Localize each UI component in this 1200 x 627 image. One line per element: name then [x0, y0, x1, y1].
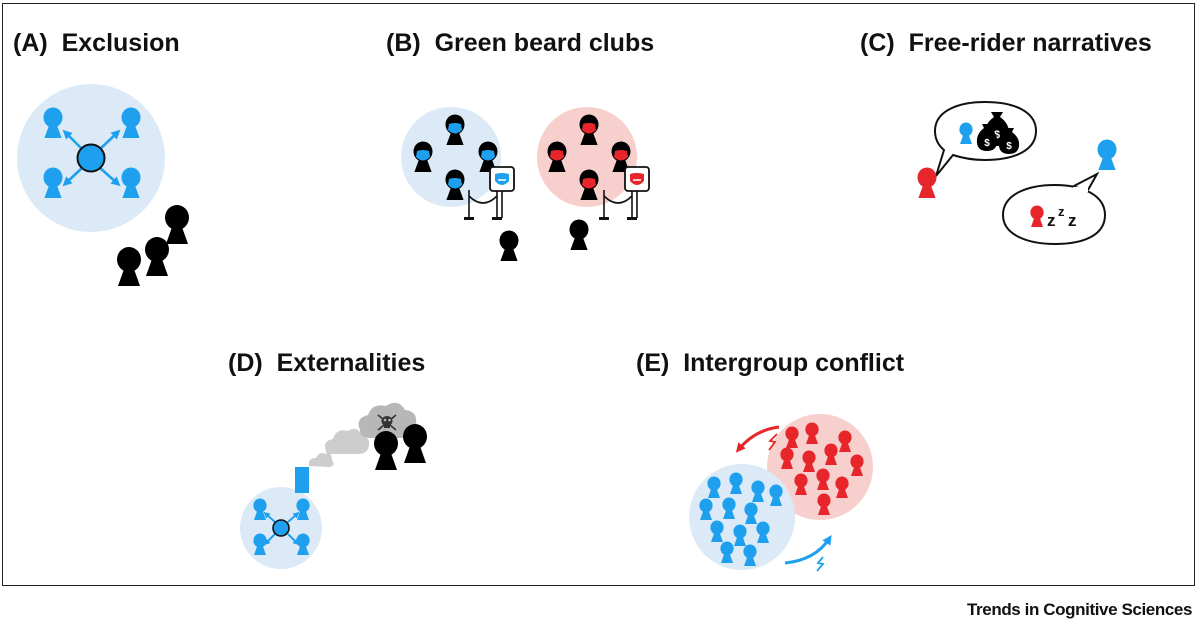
person-icon: [579, 169, 599, 200]
person-icon: [1030, 205, 1044, 227]
panel-b-green-beard-illustration: [401, 107, 650, 261]
person-icon: [165, 205, 189, 244]
person-icon: [824, 443, 838, 465]
person-icon: [817, 493, 831, 515]
person-icon: [707, 476, 721, 498]
blue-club-members: [413, 114, 498, 200]
smoke-clouds: [308, 402, 417, 467]
person-icon: [117, 247, 141, 286]
lightning-icon: [768, 433, 778, 451]
person-icon: [43, 107, 63, 138]
person-icon: [769, 484, 783, 506]
sleeping-zzz: z z z: [1047, 204, 1077, 230]
arrow-icon: [62, 167, 83, 187]
red-club-entrance: [599, 166, 650, 220]
skull-icon: [377, 414, 397, 431]
panel-c-title: (C) Free-rider narratives: [860, 29, 1152, 57]
person-icon: [720, 541, 734, 563]
person-icon: [403, 424, 427, 463]
cloud-icon: [308, 453, 334, 467]
person-icon: [744, 502, 758, 524]
panel-e-intergroup-conflict-illustration: [689, 414, 873, 572]
panel-d-title: (D) Externalities: [228, 349, 426, 377]
blue-club-entrance: [464, 166, 515, 220]
person-icon: [296, 533, 310, 555]
person-icon: [802, 450, 816, 472]
person-icon: [785, 426, 799, 448]
person-icon: [611, 141, 631, 172]
svg-text:z: z: [1068, 211, 1077, 230]
person-icon: [296, 498, 310, 520]
arrow-icon: [62, 129, 83, 150]
resource-sharing-arrows: [62, 129, 121, 187]
person-icon: [579, 114, 599, 145]
arrow-icon: [784, 535, 832, 565]
person-icon: [850, 454, 864, 476]
panel-e-title: (E) Intergroup conflict: [636, 349, 905, 377]
chimney-icon: [295, 467, 309, 493]
person-icon: [253, 533, 267, 555]
money-bag-icon: $: [998, 128, 1020, 154]
person-icon: [569, 219, 589, 250]
person-icon: [253, 498, 267, 520]
money-bag-icon: $: [976, 124, 998, 151]
svg-text:z: z: [1047, 211, 1056, 230]
figure-frame: [2, 3, 1195, 586]
panel-a-title: (A) Exclusion: [13, 29, 180, 57]
person-icon: [751, 480, 765, 502]
svg-text:$: $: [994, 129, 1000, 141]
svg-text:z: z: [1058, 204, 1065, 219]
person-icon: [756, 521, 770, 543]
person-icon: [729, 472, 743, 494]
person-icon: [959, 122, 973, 144]
shared-resource: [272, 519, 290, 537]
person-icon: [1097, 139, 1117, 170]
outsider-people: [499, 219, 589, 261]
person-icon: [43, 167, 63, 198]
arrow-icon: [99, 167, 121, 187]
red-club-members: [547, 114, 631, 200]
person-icon: [835, 476, 849, 498]
person-icon: [699, 498, 713, 520]
person-icon: [805, 422, 819, 444]
person-icon: [445, 114, 465, 145]
person-icon: [121, 107, 141, 138]
panel-c-free-rider-illustration: $ $ $ z z z: [917, 100, 1117, 246]
person-icon: [478, 141, 498, 172]
cloud-icon: [324, 428, 370, 455]
resource-sharing-arrows: [263, 511, 300, 546]
person-icon: [780, 447, 794, 469]
person-icon: [794, 473, 808, 495]
person-icon: [445, 169, 465, 200]
person-icon: [121, 167, 141, 198]
person-icon: [816, 468, 830, 490]
person-icon: [499, 230, 519, 261]
lightning-icon: [816, 556, 825, 572]
person-icon: [145, 237, 169, 276]
person-icon: [743, 544, 757, 566]
person-icon: [733, 524, 747, 546]
blue-club-zone: [401, 107, 501, 207]
conflict-arrows: [735, 425, 832, 572]
red-club-zone: [537, 107, 637, 207]
person-icon: [917, 167, 937, 198]
panel-a-exclusion-illustration: [17, 84, 189, 286]
speech-bubble-icon: [1001, 171, 1107, 246]
arrow-icon: [99, 129, 121, 150]
shared-resource: [76, 143, 106, 173]
svg-text:$: $: [984, 138, 990, 149]
journal-credit: Trends in Cognitive Sciences: [967, 600, 1192, 619]
panel-b-title: (B) Green beard clubs: [386, 29, 655, 57]
svg-text:$: $: [1006, 141, 1012, 152]
person-icon: [413, 141, 433, 172]
person-icon: [838, 430, 852, 452]
person-icon: [722, 497, 736, 519]
arrow-icon: [735, 425, 780, 453]
person-icon: [547, 141, 567, 172]
person-icon: [710, 520, 724, 542]
person-icon: [374, 431, 398, 470]
panel-d-externalities-illustration: [240, 402, 427, 569]
